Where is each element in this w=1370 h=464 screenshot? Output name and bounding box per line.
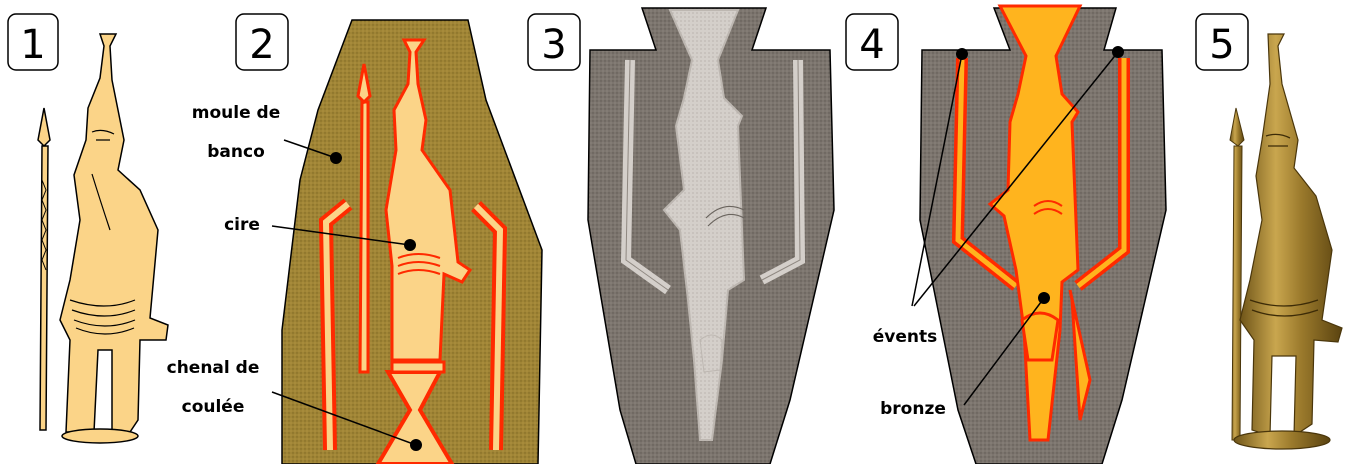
wax-base: [62, 429, 138, 443]
label-events: évents: [873, 327, 938, 347]
panel-1-wax-model: 1: [8, 14, 168, 443]
label-chenal-line2: coulée: [182, 397, 245, 417]
panel-3-fired-mold: 3: [528, 8, 834, 464]
step-2-number: 2: [249, 22, 274, 68]
label-moule-line1: moule de: [192, 103, 280, 123]
label-bronze: bronze: [880, 399, 946, 419]
bronze-base: [1234, 431, 1330, 449]
bronze-spear: [1230, 108, 1244, 440]
step-5-number: 5: [1209, 22, 1234, 68]
label-chenal-line1: chenal de: [167, 358, 260, 378]
wax-spear: [38, 108, 50, 430]
step-1-number: 1: [20, 22, 45, 68]
panel-5-finished-bronze: 5: [1196, 14, 1342, 449]
wax-figure-body: [60, 34, 168, 432]
label-cire: cire: [224, 215, 260, 235]
step-4-number: 4: [859, 22, 884, 68]
panel-4-bronze-cast: 4 évents bronze: [846, 6, 1166, 464]
label-moule-line2: banco: [207, 142, 265, 162]
bronze-statue: [1240, 34, 1342, 436]
step-3-number: 3: [541, 22, 566, 68]
panel-2-clay-mold: 2 moule de banco cire chenal de coulée: [167, 14, 542, 464]
